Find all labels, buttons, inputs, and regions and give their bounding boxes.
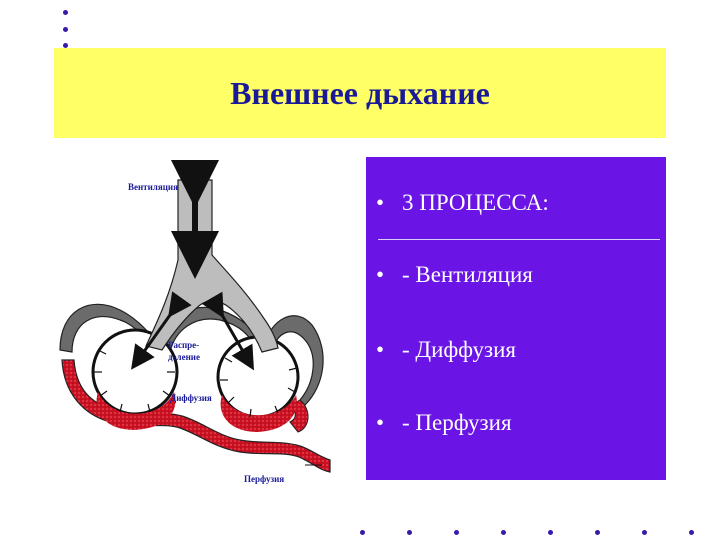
distribution-arrow-left [131, 291, 192, 370]
panel-item-text: - Вентиляция [402, 262, 533, 287]
label-distribution-2: деление [168, 352, 200, 362]
decor-dot [501, 530, 506, 535]
decor-dot [63, 43, 68, 48]
distribution-arrow-right [201, 291, 254, 371]
panel-item: • - Перфузия [376, 410, 512, 436]
bullet-mark: • [376, 190, 385, 215]
panel-item: • 3 ПРОЦЕССА: [376, 190, 549, 216]
processes-panel: • 3 ПРОЦЕССА: • - Вентиляция • - Диффузия •… [366, 157, 666, 480]
bullet-mark: • [376, 262, 385, 287]
decor-dot [595, 530, 600, 535]
decor-dot [548, 530, 553, 535]
panel-item-text: - Диффузия [402, 337, 516, 362]
label-ventilation: Вентиляция [128, 182, 178, 192]
slide-title: Внешнее дыхание [230, 74, 490, 111]
panel-divider [378, 239, 660, 240]
label-distribution-1: Распре- [168, 340, 200, 350]
label-perfusion: Перфузия [244, 474, 285, 484]
alveolus-right-blood [220, 395, 297, 432]
airway [145, 179, 279, 353]
respiration-diagram: Вентиляция Распре- деление Диффузия Перф… [50, 160, 350, 500]
decor-dot [454, 530, 459, 535]
panel-item-text: 3 ПРОЦЕССА: [402, 190, 549, 215]
decor-dot [689, 530, 694, 535]
decor-dot [642, 530, 647, 535]
panel-item-text: - Перфузия [402, 410, 512, 435]
alveolus-left-blood [96, 392, 176, 430]
panel-item: • - Вентиляция [376, 262, 533, 288]
bullet-mark: • [376, 337, 385, 362]
label-diffusion: Диффузия [170, 393, 212, 403]
decor-dot [63, 10, 68, 15]
decor-dot [63, 27, 68, 32]
title-band: Внешнее дыхание [54, 48, 666, 138]
panel-item: • - Диффузия [376, 337, 516, 363]
alveolus-right [216, 335, 300, 419]
decor-dot [407, 530, 412, 535]
respiration-diagram-svg [59, 160, 331, 473]
decor-dot [360, 530, 365, 535]
bullet-mark: • [376, 410, 385, 435]
